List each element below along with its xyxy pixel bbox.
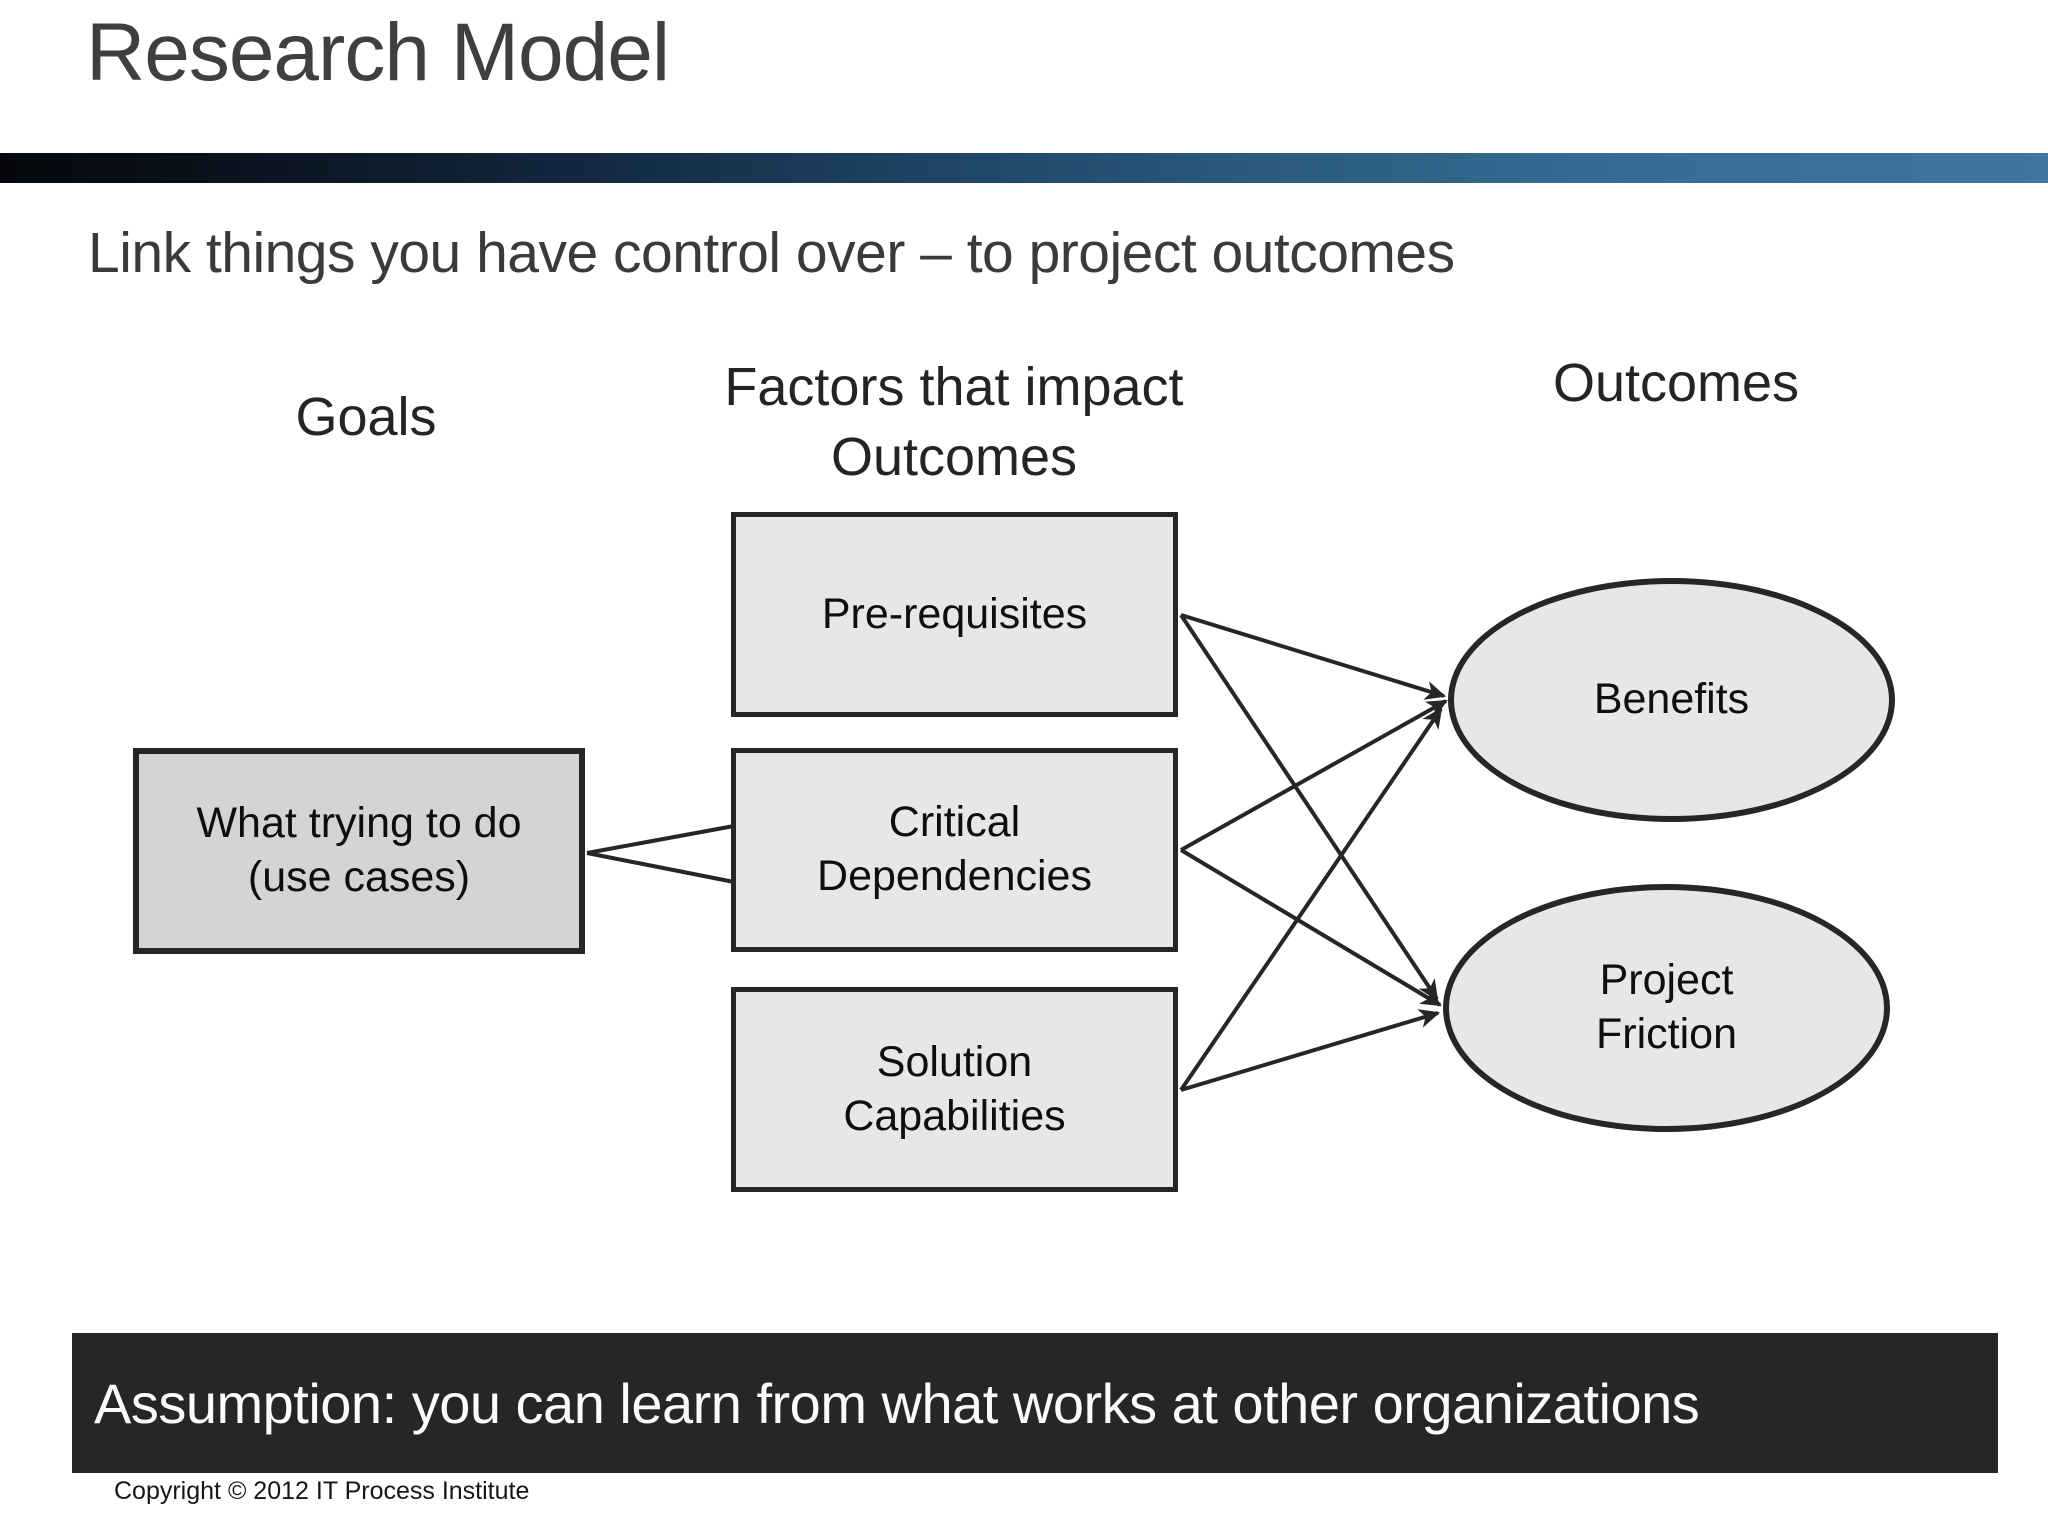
node-prerequisites: Pre-requisites	[731, 512, 1178, 717]
title-divider-bar	[0, 153, 2048, 183]
node-label-line: Pre-requisites	[821, 589, 1088, 638]
edge-prerequisites-to-benefits	[1180, 613, 1447, 700]
node-project-friction: Project Friction	[1443, 884, 1890, 1132]
node-label-line: What trying to do	[196, 799, 522, 848]
edge-critical-deps-to-benefits	[1180, 699, 1448, 852]
copyright-text: Copyright © 2012 IT Process Institute	[114, 1477, 530, 1505]
node-label-line: Dependencies	[817, 852, 1092, 900]
column-header-factors-line2: Outcomes	[830, 427, 1078, 487]
node-what-trying-to-do: What trying to do (use cases)	[133, 748, 585, 954]
assumption-banner: Assumption: you can learn from what work…	[72, 1333, 1998, 1473]
node-label-line: Capabilities	[843, 1091, 1066, 1140]
column-header-goals: Goals	[295, 387, 437, 447]
node-label-line: Project	[1599, 956, 1734, 1005]
edge-solution-caps-to-benefits	[1179, 707, 1443, 1092]
node-label-line: Critical	[888, 798, 1021, 847]
edge-solution-caps-to-project-friction	[1180, 1009, 1441, 1092]
edge-critical-deps-to-project-friction	[1179, 848, 1442, 1007]
column-header-factors-line1: Factors that impact	[724, 357, 1184, 417]
node-label-line: Solution	[876, 1037, 1033, 1086]
edge-prerequisites-to-project-friction	[1179, 613, 1439, 1001]
column-header-outcomes: Outcomes	[1552, 353, 1800, 413]
edge-goal-to-critical-dependencies-upper	[586, 824, 735, 855]
node-benefits: Benefits	[1448, 578, 1895, 822]
assumption-banner-text: Assumption: you can learn from what work…	[94, 1371, 1700, 1435]
page-title: Research Model	[86, 7, 670, 98]
slide-subtitle: Link things you have control over – to p…	[88, 221, 1455, 285]
node-critical-dependencies: Critical Dependencies	[731, 748, 1178, 952]
column-header-factors: Factors that impact Outcomes	[694, 352, 1214, 492]
edge-goal-to-critical-dependencies-lower	[586, 851, 735, 884]
node-solution-capabilities: Solution Capabilities	[731, 987, 1178, 1192]
node-label-line: Friction	[1596, 1010, 1737, 1058]
node-label-line: Benefits	[1593, 675, 1750, 724]
node-label-line: (use cases)	[247, 853, 471, 901]
